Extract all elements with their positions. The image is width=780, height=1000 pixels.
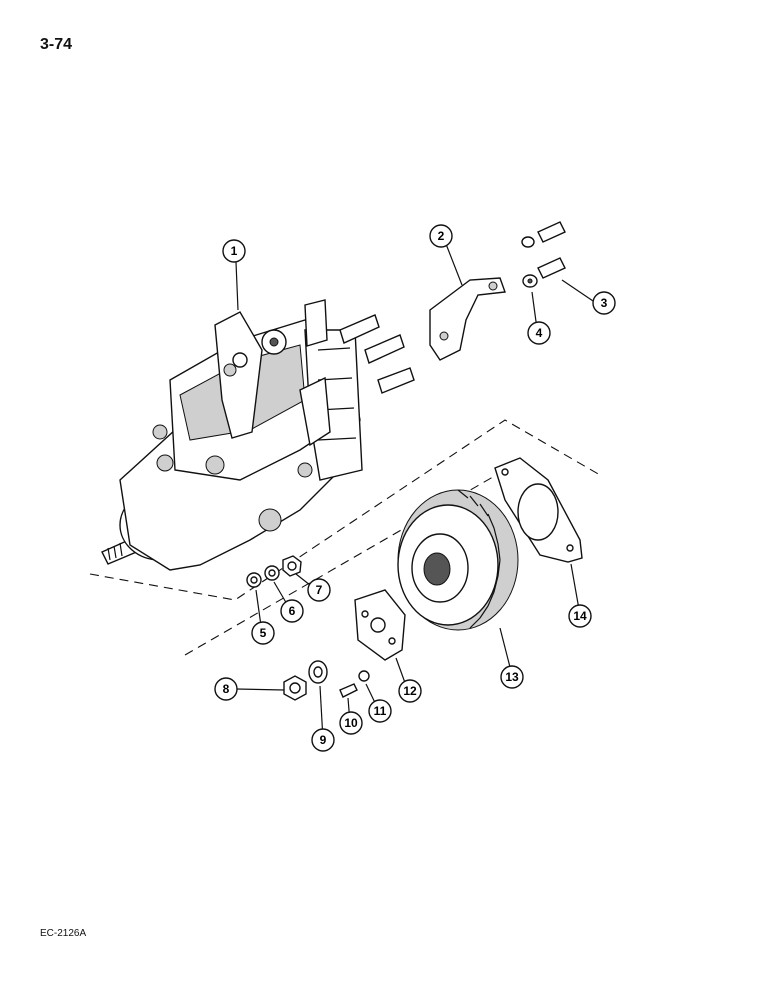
hub-plate-part-12 [354, 589, 406, 661]
callout-label: 9 [320, 733, 327, 747]
callout-11: 11 [368, 699, 392, 723]
callout-label: 12 [403, 684, 417, 698]
callout-4: 4 [527, 321, 551, 345]
callout-label: 6 [289, 604, 296, 618]
figure-code: EC-2126A [40, 928, 87, 939]
callout-label: 4 [536, 326, 543, 340]
drive-gear-part-13 [397, 489, 519, 631]
callout-label: 14 [573, 609, 587, 623]
callout-label: 2 [438, 229, 445, 243]
callout-1: 1 [222, 239, 246, 263]
callout-9: 9 [311, 728, 335, 752]
callout-8: 8 [214, 677, 238, 701]
callout-label: 8 [223, 682, 230, 696]
callout-7: 7 [307, 578, 331, 602]
callout-3: 3 [592, 291, 616, 315]
callout-label: 5 [260, 626, 267, 640]
callout-14: 14 [568, 604, 592, 628]
callout-10: 10 [339, 711, 363, 735]
callout-13: 13 [500, 665, 524, 689]
callout-label: 11 [374, 704, 387, 718]
lockwasher-part-6 [264, 565, 280, 581]
bracket-part [429, 277, 506, 361]
washer-part-4 [522, 274, 538, 288]
callout-5: 5 [251, 621, 275, 645]
page-number: 3-74 [40, 36, 73, 53]
washer-part-5 [246, 572, 262, 588]
bolt-part-3 [521, 221, 566, 279]
nut-part-8 [283, 675, 307, 701]
callout-label: 3 [601, 296, 608, 310]
callout-2: 2 [429, 224, 453, 248]
lockwasher-part-9 [308, 660, 328, 684]
gasket-part-14 [494, 457, 583, 563]
washer-part-11 [358, 670, 370, 682]
callout-label: 13 [505, 670, 519, 684]
callout-label: 10 [344, 716, 358, 730]
nut-part-7 [282, 555, 302, 577]
injection-pump [101, 299, 415, 571]
callout-label: 1 [231, 244, 238, 258]
callout-12: 12 [398, 679, 422, 703]
callout-label: 7 [316, 583, 323, 597]
screw-part-10 [339, 683, 358, 698]
callout-6: 6 [280, 599, 304, 623]
